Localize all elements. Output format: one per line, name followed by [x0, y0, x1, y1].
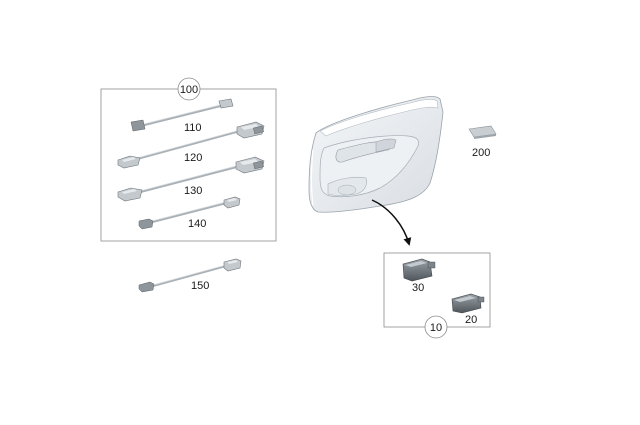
part-20-label: 20	[465, 314, 477, 326]
group-100-badge	[177, 77, 201, 101]
group-10-label: 10	[430, 322, 442, 334]
part-200-pad-icon	[468, 125, 497, 139]
part-150-label: 150	[191, 280, 209, 292]
part-120-label: 120	[184, 152, 202, 164]
part-110-label: 110	[184, 122, 202, 134]
group-100: 100 110 120 13	[100, 77, 277, 242]
part-30-switch-module-icon	[402, 258, 436, 282]
door-trim-panel-icon	[308, 96, 444, 213]
part-140-label: 140	[188, 218, 206, 230]
part-130-label: 130	[184, 185, 202, 197]
part-200-label: 200	[472, 147, 490, 159]
part-140-wiring-harness-icon	[138, 196, 241, 230]
part-130-wiring-harness-icon	[117, 156, 265, 202]
part-30-label: 30	[412, 282, 424, 294]
part-20-switch-module-icon	[451, 293, 485, 314]
part-150-wiring-harness-icon	[138, 258, 242, 293]
part-110-wiring-harness-icon	[130, 98, 234, 132]
group-100-label: 100	[180, 84, 198, 96]
leader-arrow	[371, 199, 412, 246]
group-10: 10 30 20	[383, 252, 491, 339]
part-120-wiring-harness-icon	[117, 121, 265, 169]
group-10-badge	[424, 315, 448, 339]
